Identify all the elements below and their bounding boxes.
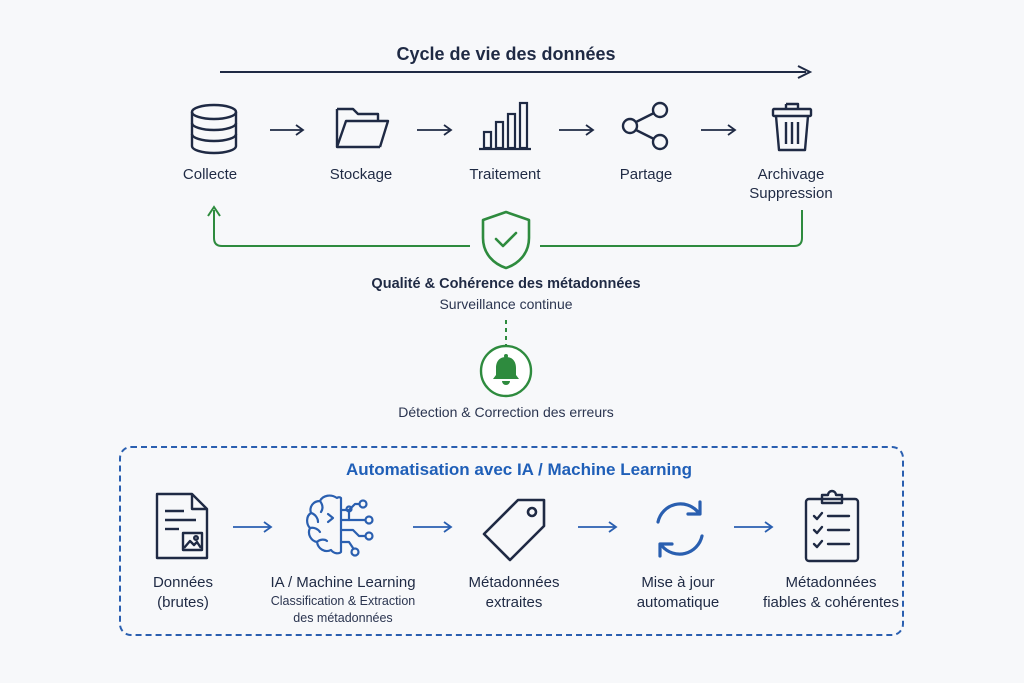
- arrow-metadonnees-miseajour: [578, 521, 618, 533]
- arrow-ia-metadonnees: [413, 521, 453, 533]
- refresh-icon: [656, 500, 704, 558]
- arrow-donnees-ia: [233, 521, 273, 533]
- automation-panel: [119, 446, 904, 636]
- stage-label-partage: Partage: [619, 166, 673, 183]
- arrow-miseajour-fiables: [734, 521, 774, 533]
- quality-feedback-loop: [207, 205, 803, 247]
- stage-label-traitement: Traitement: [469, 166, 541, 183]
- step-label-mise-a-jour: Mise à jour automatique: [636, 574, 720, 611]
- step-label-ia: IA / Machine Learning: [270, 574, 416, 591]
- bar-chart-icon: [479, 101, 531, 151]
- tag-icon: [482, 498, 546, 562]
- shield-check-icon: [481, 210, 531, 270]
- stage-label-collecte: Collecte: [182, 166, 238, 183]
- lifecycle-direction-arrow: [220, 65, 813, 79]
- bell-icon: [479, 344, 533, 398]
- lifecycle-title: Cycle de vie des données: [396, 44, 616, 64]
- document-image-icon: [155, 492, 209, 560]
- arrow-collecte-stockage: [270, 124, 305, 136]
- arrow-traitement-partage: [559, 124, 595, 136]
- step-label-donnees: Données (brutes): [152, 574, 214, 611]
- automation-title: Automatisation avec IA / Machine Learnin…: [345, 460, 693, 479]
- checklist-clipboard-icon: [804, 489, 860, 563]
- quality-title: Qualité & Cohérence des métadonnées: [371, 276, 641, 292]
- stage-label-stockage: Stockage: [329, 166, 393, 183]
- step-label-metadonnees-fiables: Métadonnées fiables & cohérentes: [763, 574, 899, 611]
- step-sublabel-ia: Classification & Extraction des métadonn…: [270, 594, 416, 625]
- trash-icon: [771, 102, 813, 152]
- step-label-metadonnees-extraites: Métadonnées extraites: [468, 574, 560, 611]
- stage-label-archivage: Archivage Suppression: [749, 166, 833, 202]
- arrow-stockage-traitement: [417, 124, 453, 136]
- detection-label: Détection & Correction des erreurs: [398, 404, 614, 420]
- folder-icon: [335, 107, 390, 149]
- ai-brain-icon: [306, 494, 374, 557]
- quality-subtitle: Surveillance continue: [439, 296, 573, 312]
- arrow-partage-archivage: [701, 124, 737, 136]
- share-icon: [621, 101, 669, 151]
- database-icon: [190, 103, 238, 155]
